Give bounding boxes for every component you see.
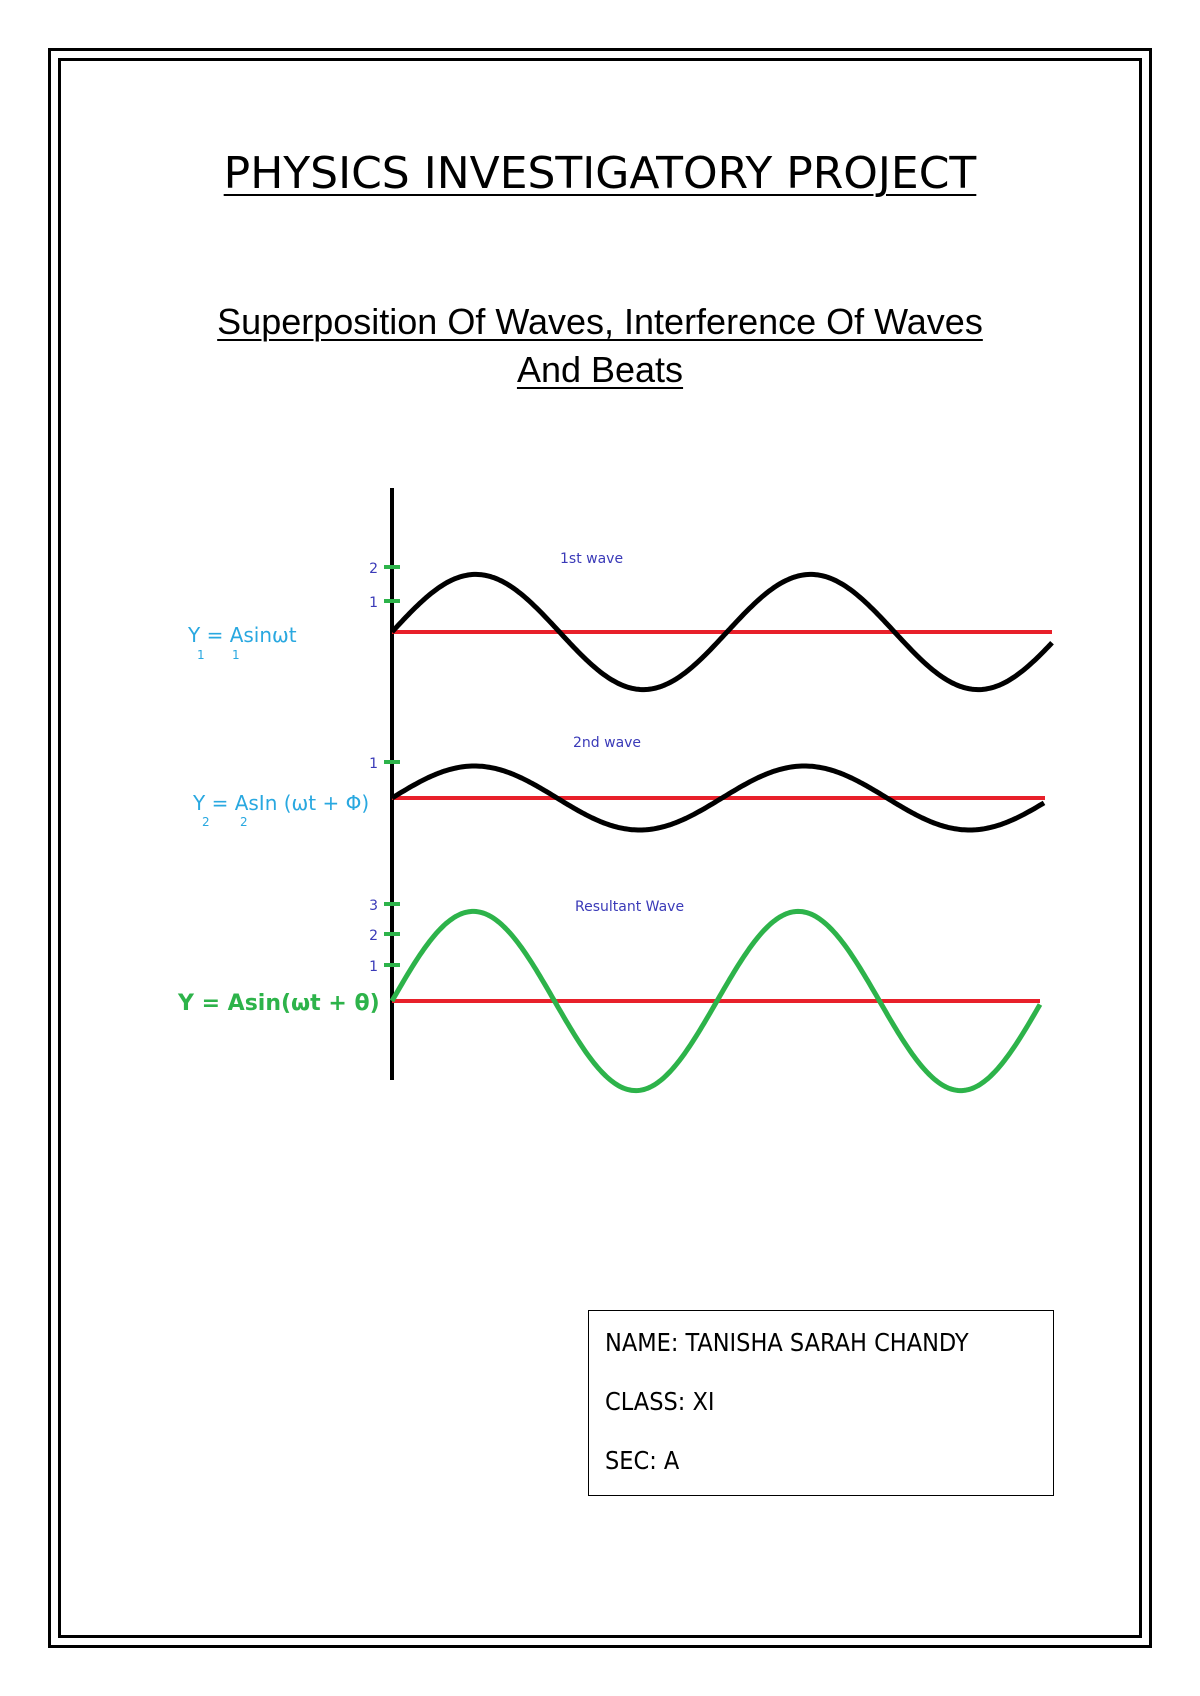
- second-wave-formula: Y = AsIn (ωt + Φ): [192, 791, 369, 815]
- first-wave-formula-subscript: 1: [232, 648, 240, 662]
- tick-label: 1: [369, 595, 378, 611]
- student-name: NAME: TANISHA SARAH CHANDY: [605, 1328, 969, 1357]
- first-wave-formula-subscript: 1: [197, 648, 205, 662]
- second-wave-formula-subscript: 2: [240, 815, 248, 829]
- first-wave-formula: Y = Asinωt: [187, 623, 297, 647]
- second-wave-curve: [390, 763, 1046, 833]
- resultant-wave-formula: Y = Asin(ωt + θ): [177, 991, 380, 1016]
- first-wave-label: 1st wave: [560, 551, 623, 567]
- tick-label: 2: [369, 928, 378, 944]
- student-info-box: NAME: TANISHA SARAH CHANDY CLASS: XI SEC…: [588, 1310, 1054, 1496]
- tick-label: 1: [369, 756, 378, 772]
- second-wave-formula-subscript: 2: [202, 815, 210, 829]
- page-border-outer: [48, 48, 1152, 1648]
- second-wave-label: 2nd wave: [573, 735, 641, 751]
- tick-label: 2: [369, 561, 378, 577]
- resultant-wave-label: Resultant Wave: [575, 899, 684, 915]
- resultant-wave-curve: [389, 908, 1043, 1094]
- tick-label: 1: [369, 959, 378, 975]
- subtitle-line-2: And Beats: [516, 349, 684, 390]
- first-wave-curve: [390, 571, 1054, 693]
- page-border-inner: [58, 58, 1142, 1638]
- subtitle-line-1: Superposition Of Waves, Interference Of …: [217, 301, 983, 342]
- tick-label: 3: [369, 898, 378, 914]
- student-class: CLASS: XI: [605, 1387, 715, 1416]
- page-title: PHYSICS INVESTIGATORY PROJECT: [223, 148, 977, 199]
- student-section: SEC: A: [605, 1446, 680, 1475]
- page-subtitle: Superposition Of Waves, Interference Of …: [140, 298, 1060, 394]
